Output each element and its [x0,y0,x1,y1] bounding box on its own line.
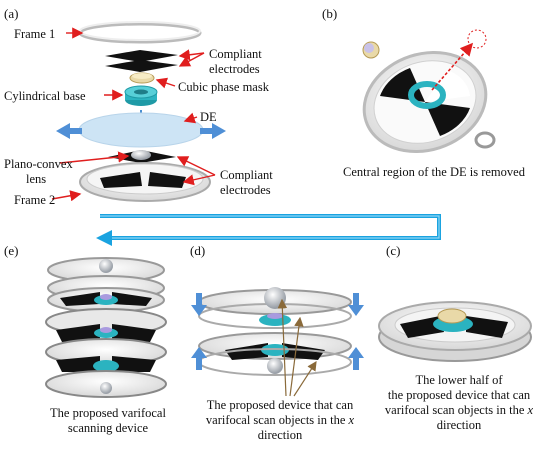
panel-label-b: (b) [322,6,338,21]
label-plano-convex-2: lens [26,172,47,186]
caption-e-line1: The proposed varifocal [50,406,166,420]
compress-arrow-tl [191,293,207,316]
label-plano-convex-1: Plano-convex [4,157,73,171]
panel-d-graphics [191,287,364,397]
caption-c: The lower half of the proposed device th… [370,373,548,433]
caption-e: The proposed varifocal scanning device [20,406,196,436]
caption-d-line2: varifocal scan objects in the x [205,413,355,427]
label-frame1: Frame 1 [14,27,56,41]
panel-label-e: (e) [4,243,19,258]
caption-d-line3: direction [257,428,303,442]
label-compliant-top-2: electrodes [209,62,260,76]
electrode-bottom-2 [100,172,142,188]
panel-b-graphics [362,29,496,154]
caption-c-line4: direction [436,418,482,432]
panel-b-removal-arrow [431,42,474,91]
stretch-arrow-right [200,123,226,139]
caption-c-line3: varifocal scan objects in the x [384,403,534,417]
panel-label-d: (d) [190,243,206,258]
compress-arrow-bl [191,347,207,370]
label-cubic-phase-mask: Cubic phase mask [178,80,269,94]
panel-b-base-ring [408,81,446,109]
caption-e-line2: scanning device [67,421,149,435]
panel-b-lens [474,131,496,149]
compress-arrow-tr [348,293,364,316]
label-compliant-bottom-2: electrodes [220,183,271,197]
label-compliant-top-1: Compliant [209,47,262,61]
label-de: DE [200,110,217,124]
flow-arrow [96,214,441,246]
caption-c-line2: the proposed device that can [387,388,531,402]
panel-a-graphics [51,21,226,202]
label-compliant-bottom-1: Compliant [220,168,273,182]
electrode-top-2 [105,60,178,72]
caption-d: The proposed device that can varifocal s… [190,398,370,443]
panel-c-graphics [378,301,532,362]
panel-label-c: (c) [386,243,401,258]
caption-d-line1: The proposed device that can [206,398,354,412]
panel-e-graphics [45,257,167,398]
electrode-top-1 [105,50,178,62]
caption-b: Central region of the DE is removed [343,165,525,179]
panel-c-mask [437,308,467,324]
compress-arrow-br [348,347,364,370]
panel-label-a: (a) [4,6,19,21]
label-frame2: Frame 2 [14,193,56,207]
label-cylindrical-base: Cylindrical base [4,89,86,103]
stretch-arrow-left [56,123,82,139]
caption-c-line1: The lower half of [415,373,503,387]
de-membrane [78,112,204,148]
plano-convex-lens-shape [131,150,151,160]
